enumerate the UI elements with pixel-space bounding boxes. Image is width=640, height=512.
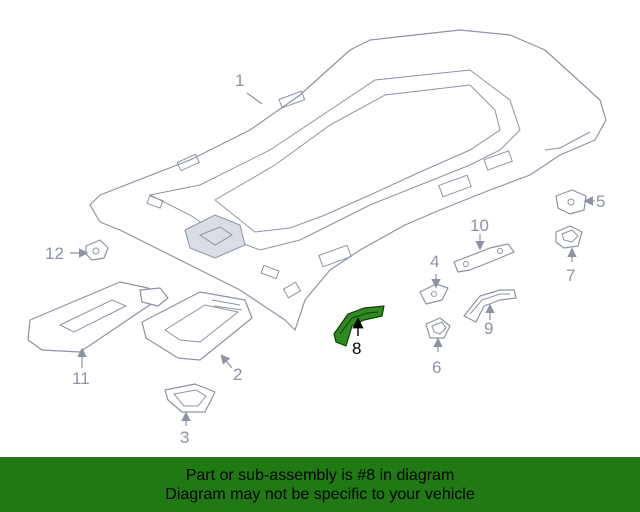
lamp-cover-part: [164, 383, 216, 413]
callout-4-label: 4: [430, 252, 439, 271]
parts-diagram: 1 12 11 2 3 8 4: [27, 29, 607, 447]
callout-5-label: 5: [596, 192, 605, 211]
callout-3-label: 3: [180, 428, 189, 447]
bracket-part-5: [555, 189, 587, 215]
grab-handle-part-9: [463, 289, 517, 323]
callout-11-label: 11: [72, 369, 90, 388]
bracket-strip-part-10: [453, 243, 515, 273]
headliner-part: [89, 29, 607, 331]
callout-9-label: 9: [484, 319, 493, 338]
bracket-part-4: [419, 283, 449, 305]
part-info-banner: Part or sub-assembly is #8 in diagram Di…: [0, 457, 640, 512]
callout-7-label: 7: [566, 266, 575, 285]
banner-line-2: Diagram may not be specific to your vehi…: [165, 485, 475, 503]
callout-8-label: 8: [352, 339, 361, 358]
callout-6-label: 6: [432, 358, 441, 377]
grab-handle-part-highlighted: [333, 305, 385, 347]
callout-1-label: 1: [235, 71, 244, 90]
cap-part-6: [425, 317, 451, 339]
callout-12-label: 12: [45, 244, 64, 263]
overhead-console-part: [141, 291, 253, 361]
sun-visor-part: [27, 281, 169, 353]
banner-line-1: Part or sub-assembly is #8 in diagram: [185, 466, 455, 484]
clip-part-12: [85, 239, 109, 261]
callout-2-label: 2: [233, 365, 242, 384]
callout-10-label: 10: [470, 216, 489, 235]
callout-1-leader: [246, 92, 263, 105]
cap-part-7: [555, 225, 583, 249]
